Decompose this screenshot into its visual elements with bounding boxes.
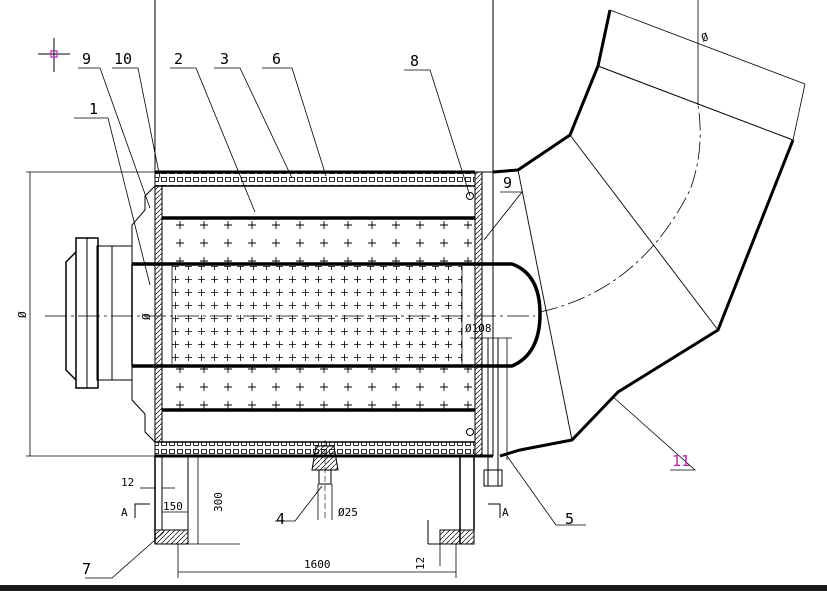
label-2: 2 bbox=[174, 50, 183, 68]
dim-lines-left-support bbox=[140, 456, 199, 544]
section-a-right: A bbox=[502, 506, 509, 519]
dim-dia-elbow: Ø bbox=[700, 30, 711, 45]
section-mark-left bbox=[134, 503, 150, 518]
middle-layer-upper bbox=[162, 218, 475, 264]
drain-nozzle bbox=[311, 440, 339, 520]
label-1: 1 bbox=[89, 100, 98, 118]
label-3: 3 bbox=[220, 50, 229, 68]
burner-flange bbox=[65, 237, 133, 389]
dim-dia-big: Ø bbox=[16, 311, 29, 318]
right-end-plate bbox=[466, 171, 494, 457]
outlet-pipe bbox=[470, 337, 512, 487]
label-5: 5 bbox=[565, 510, 574, 528]
dim-d1600: 1600 bbox=[304, 558, 331, 571]
inner-core-tube bbox=[132, 262, 542, 368]
label-10: 10 bbox=[114, 50, 132, 68]
section-a-left: A bbox=[121, 506, 128, 519]
dim-d108: Ø108 bbox=[465, 322, 492, 335]
dim-d12a: 12 bbox=[121, 476, 134, 489]
label-4: 4 bbox=[276, 510, 285, 528]
support-left bbox=[154, 456, 240, 545]
diameter-dimension bbox=[26, 171, 155, 457]
dim-d12b: 12 bbox=[414, 557, 427, 570]
dim-d300: 300 bbox=[212, 492, 225, 512]
support-right bbox=[427, 456, 475, 545]
dim-d150: 150 bbox=[163, 500, 183, 513]
crosshair-marker bbox=[38, 38, 70, 72]
bottom-border bbox=[0, 585, 827, 591]
label-6: 6 bbox=[272, 50, 281, 68]
dim-dia-inner: Ø bbox=[140, 313, 153, 320]
middle-layer-lower bbox=[162, 366, 475, 410]
label-9-left: 9 bbox=[82, 50, 91, 68]
label-7: 7 bbox=[82, 560, 91, 578]
label-11: 11 bbox=[672, 452, 690, 470]
elbow-duct bbox=[492, 0, 806, 458]
label-8: 8 bbox=[410, 52, 419, 70]
left-end-plate bbox=[131, 185, 163, 443]
callout-leaders bbox=[74, 67, 697, 579]
dim-1600-line bbox=[177, 544, 457, 578]
dim-d25: Ø25 bbox=[338, 506, 358, 519]
label-9-right: 9 bbox=[503, 174, 512, 192]
section-mark-right bbox=[488, 503, 501, 518]
outer-shell-top bbox=[154, 170, 476, 187]
